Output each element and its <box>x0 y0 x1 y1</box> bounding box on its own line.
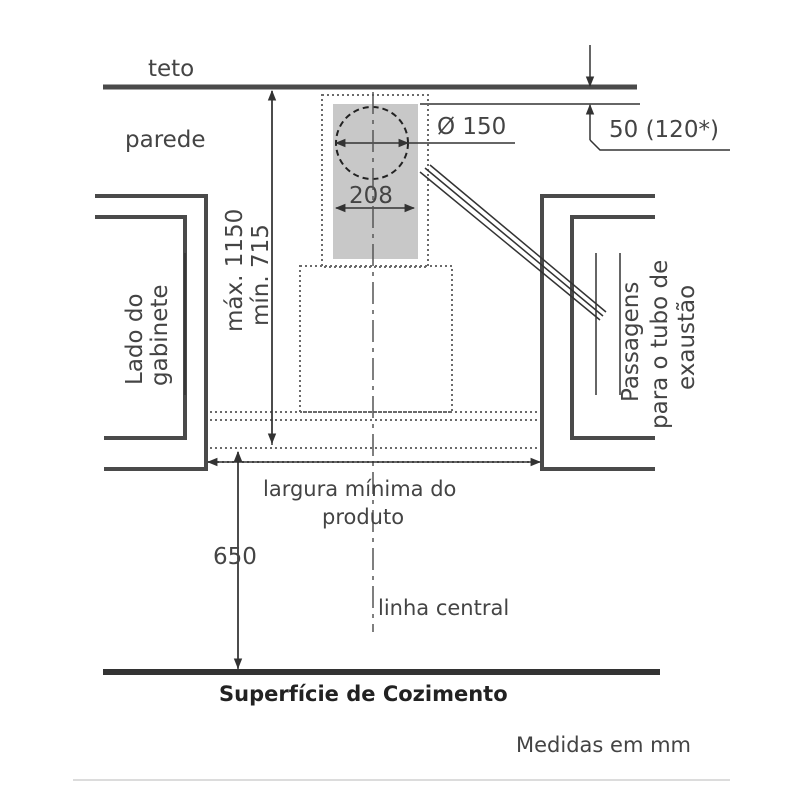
hood-body <box>299 265 453 413</box>
svg-text:exaustão: exaustão <box>674 285 700 390</box>
units-note: Medidas em mm <box>516 733 691 757</box>
svg-text:produto: produto <box>322 505 404 529</box>
svg-text:650: 650 <box>213 544 257 570</box>
ceiling-label: teto <box>148 56 194 82</box>
svg-text:largura mínima do: largura mínima do <box>263 477 456 501</box>
svg-text:para o tubo de: para o tubo de <box>647 260 673 429</box>
ceiling-offset-dimension: 50 (120*) <box>420 45 730 151</box>
svg-text:gabinete: gabinete <box>147 284 173 386</box>
center-line-label: linha central <box>378 596 509 620</box>
duct-width-dimension: 208 <box>334 183 416 213</box>
duct-shaft <box>333 104 418 259</box>
hood-height-dimension: máx. 1150 mín. 715 <box>222 89 277 445</box>
duct-diameter-dimension: Ø 150 <box>334 114 515 148</box>
svg-text:Passagens: Passagens <box>618 282 644 402</box>
svg-text:208: 208 <box>349 183 393 209</box>
cooking-surface-label: Superfície de Cozimento <box>219 682 508 706</box>
min-width-dimension: largura mínima do produto <box>206 457 542 529</box>
svg-text:máx. 1150: máx. 1150 <box>222 209 248 332</box>
right-cabinet <box>540 194 655 471</box>
svg-text:50 (120*): 50 (120*) <box>609 117 719 143</box>
svg-text:Lado do: Lado do <box>122 293 148 385</box>
hob-height-dimension: 650 <box>213 450 257 670</box>
svg-text:Ø 150: Ø 150 <box>437 114 506 140</box>
svg-text:mín. 715: mín. 715 <box>248 224 274 326</box>
duct-chimney <box>321 94 429 268</box>
exhaust-passage-callout: Passagens para o tubo de exaustão <box>419 164 700 429</box>
wall-label: parede <box>125 127 206 153</box>
left-cabinet: Lado do gabinete <box>95 194 208 471</box>
